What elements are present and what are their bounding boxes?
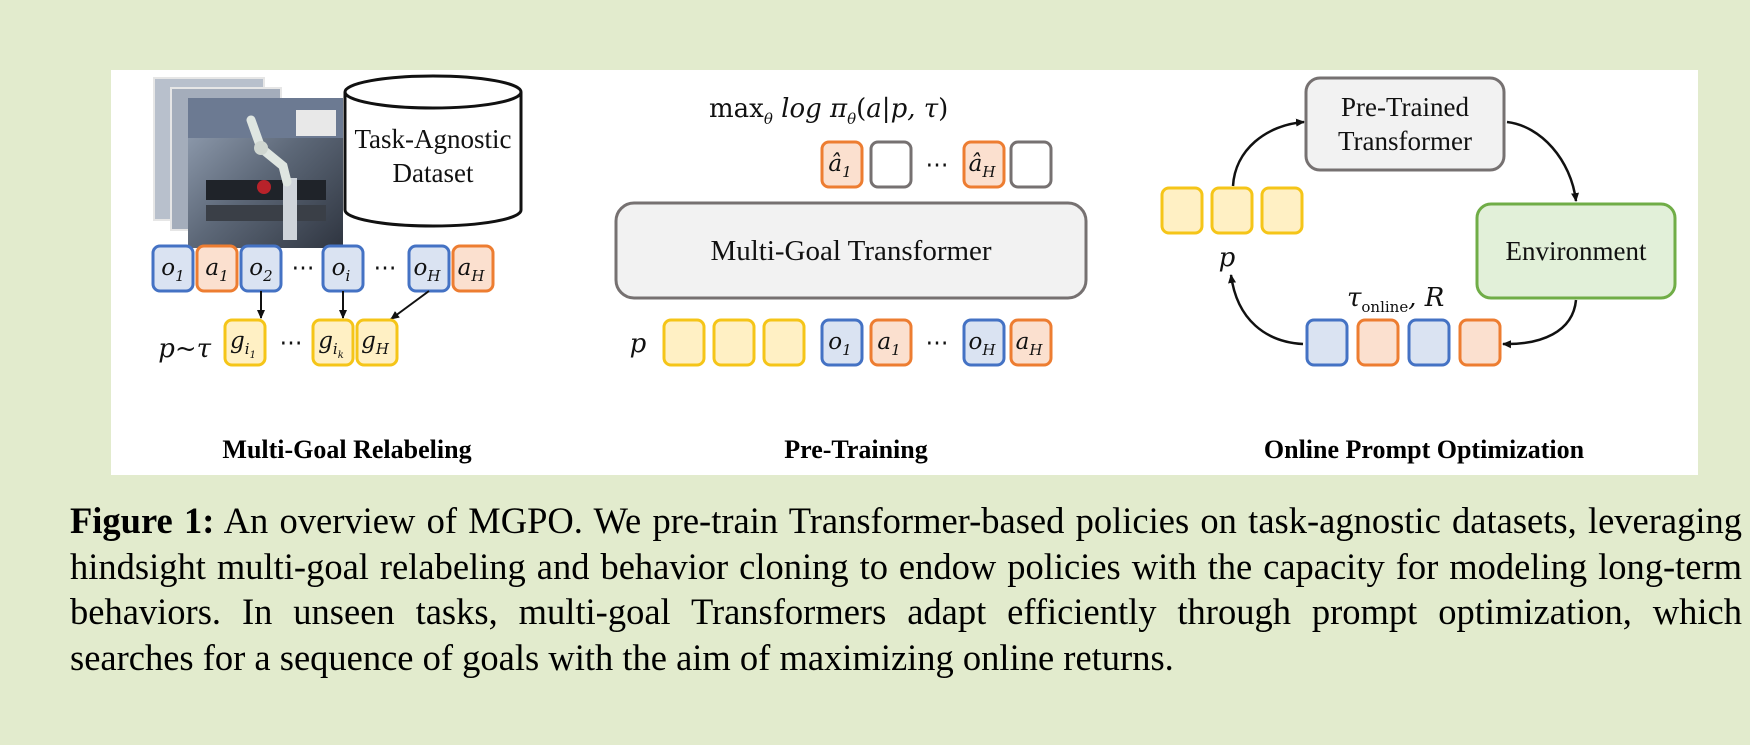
token-a1 (869, 318, 913, 367)
svg-text:gik: gik (318, 328, 344, 361)
svg-text:âH: âH (969, 151, 997, 181)
transformer-label: Multi-Goal Transformer (710, 235, 991, 267)
svg-text:a1: a1 (205, 255, 228, 285)
online-trajectory-tokens (1305, 318, 1502, 367)
figure-caption: Figure 1: An overview of MGPO. We pre-tr… (70, 498, 1742, 680)
token-oH (962, 318, 1006, 367)
svg-text:oH: oH (969, 329, 997, 359)
environment-box (1475, 202, 1677, 300)
svg-text:a1: a1 (877, 329, 900, 359)
relabel-arrows (257, 290, 430, 320)
token-aH (451, 244, 495, 293)
pretrained-label-line2: Transformer (1338, 126, 1472, 156)
token-g-i1 (223, 318, 267, 367)
token-o1 (820, 318, 864, 367)
svg-text:gH: gH (361, 328, 390, 358)
token-goal (712, 318, 756, 367)
prompt-label: p (1219, 243, 1236, 273)
ellipsis: ⋯ (374, 255, 397, 281)
token-ahatH (962, 140, 1006, 189)
token-goal (1160, 186, 1204, 235)
section-title-relabeling: Multi-Goal Relabeling (222, 435, 471, 464)
prompt-label: p (630, 329, 647, 359)
svg-text:o1: o1 (828, 329, 851, 359)
online-trajectory-label: τonline, R (1347, 283, 1444, 316)
dataset-label-line1: Task-Agnostic (354, 124, 511, 154)
prompt-sample-label: p~τ (158, 334, 211, 364)
section-title-online: Online Prompt Optimization (1264, 435, 1585, 464)
token-goal (1260, 186, 1304, 235)
dataset-cylinder: Task-Agnostic Dataset (343, 74, 523, 228)
token-ahat1 (820, 140, 864, 189)
svg-text:â1: â1 (828, 151, 851, 181)
svg-text:oH: oH (414, 255, 442, 285)
caption-label: Figure 1: (70, 500, 215, 541)
objective-formula: maxθ log πθ(a|p, τ) (709, 94, 948, 128)
caption-text: An overview of MGPO. We pre-train Transf… (70, 500, 1743, 678)
svg-text:aH: aH (1016, 329, 1044, 359)
predicted-action-tokens: â1 ⋯ âH (820, 140, 1053, 189)
svg-text:gi1: gi1 (230, 328, 256, 361)
trajectory-tokens: o1 a1 o2 ⋯ oi ⋯ oH aH (151, 244, 495, 293)
token-aH (1009, 318, 1053, 367)
svg-text:o2: o2 (249, 255, 272, 285)
goal-tokens: p~τ gi1 ⋯ gik gH (158, 318, 399, 367)
token-goal (762, 318, 806, 367)
token-empty (1009, 140, 1053, 189)
token-empty (869, 140, 913, 189)
ellipsis: ⋯ (292, 255, 315, 281)
token-o1 (151, 244, 195, 293)
ellipsis: ⋯ (926, 330, 949, 356)
token-g-H (355, 318, 399, 367)
token-act (1356, 318, 1400, 367)
environment-label: Environment (1506, 236, 1647, 266)
section-title-pretraining: Pre-Training (784, 435, 927, 464)
svg-text:o1: o1 (161, 255, 184, 285)
ellipsis: ⋯ (280, 330, 303, 356)
input-tokens: p o1 a1 ⋯ oH aH (630, 318, 1053, 367)
token-goal (662, 318, 706, 367)
multi-goal-transformer-box (614, 201, 1088, 300)
token-g-ik (311, 318, 355, 367)
pretrained-label-line1: Pre-Trained (1341, 92, 1469, 122)
token-obs (1305, 318, 1349, 367)
cycle-arrows (1228, 118, 1579, 349)
robot-image-stack (153, 77, 343, 248)
token-act (1458, 318, 1502, 367)
prompt-goal-tokens (1160, 186, 1304, 235)
token-a1 (195, 244, 239, 293)
ellipsis: ⋯ (926, 152, 949, 178)
dataset-label-line2: Dataset (393, 158, 474, 188)
overview-figure: Task-Agnostic Dataset o1 a1 o2 ⋯ oi ⋯ oH… (111, 70, 1698, 475)
pretrained-transformer-box (1304, 76, 1506, 172)
token-goal (1210, 186, 1254, 235)
figure-canvas: Task-Agnostic Dataset o1 a1 o2 ⋯ oi ⋯ oH… (111, 70, 1698, 475)
svg-text:aH: aH (458, 255, 486, 285)
token-obs (1407, 318, 1451, 367)
svg-text:oi: oi (332, 255, 351, 285)
